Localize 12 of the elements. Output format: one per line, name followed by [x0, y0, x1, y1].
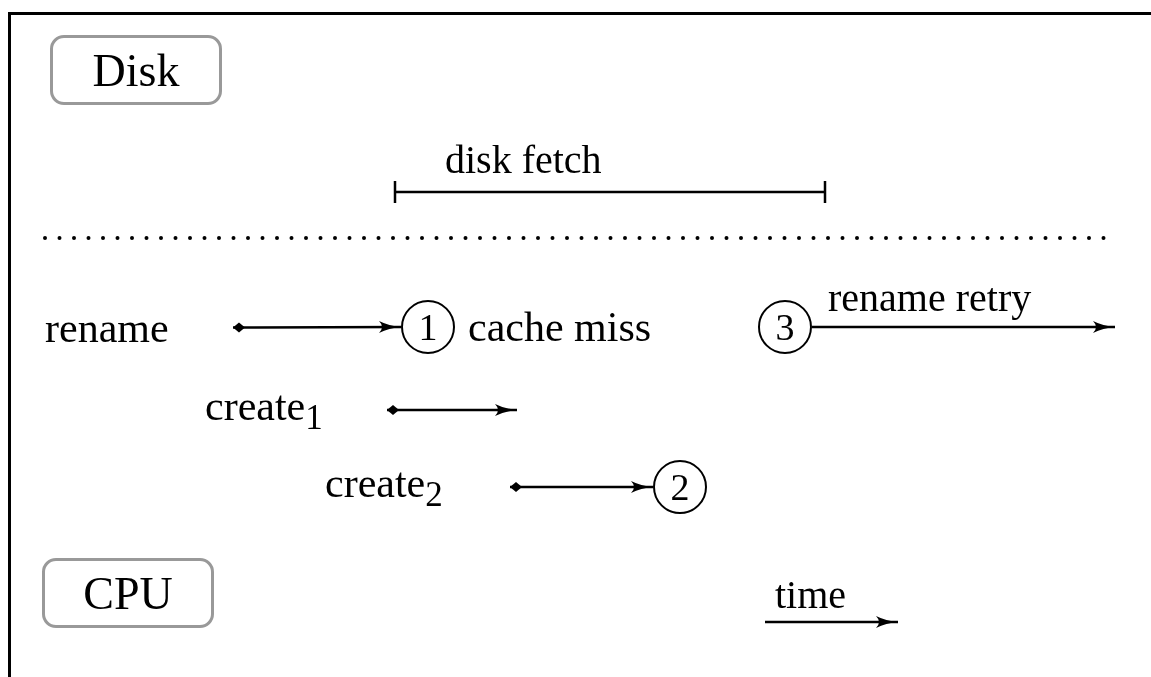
edge-label: rename retry	[828, 278, 1032, 318]
operation-label: create$_{1}$	[205, 380, 387, 440]
operation-label: create$_{2}$	[325, 457, 510, 517]
operation-label: rename	[45, 300, 233, 355]
step-circle: 1	[401, 300, 455, 354]
resource-box: Disk	[50, 35, 222, 105]
span-label: disk fetch	[445, 140, 602, 180]
step-circle: 2	[653, 460, 707, 514]
step-circle: 3	[758, 300, 812, 354]
axis-label: time	[775, 575, 847, 615]
annotation-text: cache miss	[468, 306, 652, 348]
resource-box: CPU	[42, 558, 214, 628]
